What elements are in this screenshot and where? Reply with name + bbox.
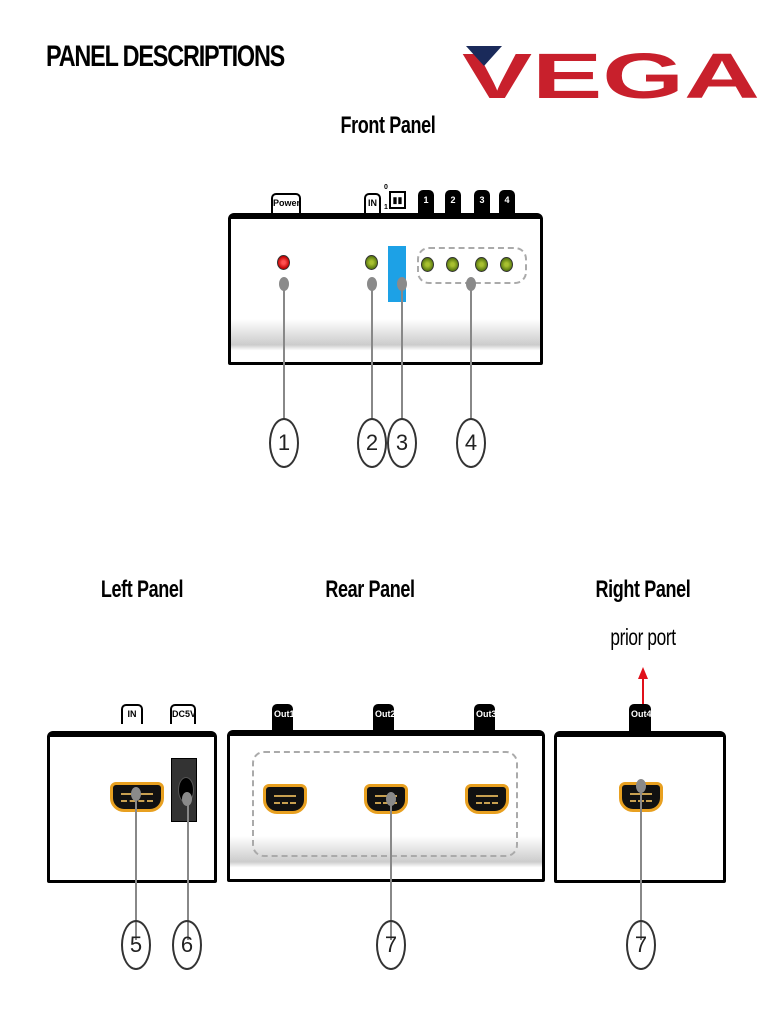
callout-dot-3 [397,277,407,291]
left-panel-title: Left Panel [100,576,184,603]
port-label-1: 1 [418,190,434,213]
page-title: PANEL DESCRIPTIONS [46,40,285,73]
callout-line-3 [401,290,403,420]
out3-label: Out3 [474,704,497,732]
callout-dot-7 [386,792,396,806]
logo-triangle-icon [466,46,502,66]
output-ports-group [252,751,518,857]
callout-7-right: 7 [626,920,656,970]
output-led-1-icon [421,257,434,272]
callout-line-7-right [640,790,642,940]
out2-label: Out2 [373,704,396,732]
prior-port-note: prior port [610,624,676,650]
hdmi-out1-port-icon [263,784,307,814]
callout-line-4 [470,290,472,420]
dc-power-jack-icon [171,758,197,822]
dc-label: DC5V [170,704,196,724]
callout-line-5 [135,800,137,940]
input-led-icon [365,255,378,270]
power-led-icon [277,255,290,270]
out1-label: Out1 [272,704,295,732]
callout-5: 5 [121,920,151,970]
callout-2: 2 [357,418,387,468]
dip-switch-label-icon: ▮▮ [389,191,406,209]
rear-panel-title: Rear Panel [325,576,415,603]
callout-6: 6 [172,920,202,970]
callout-line-7 [390,805,392,940]
callout-1: 1 [269,418,299,468]
out4-label: Out4 [629,704,652,732]
brand-text: VEGA [462,46,760,102]
dip-label-1: 1 [384,204,388,211]
callout-line-1 [283,290,285,420]
hdmi-out3-port-icon [465,784,509,814]
callout-4: 4 [456,418,486,468]
in-label: IN [364,193,381,213]
dip-label-0: 0 [384,184,388,191]
callout-7-rear: 7 [376,920,406,970]
vega-logo: VEGA [462,46,760,102]
callout-dot-4 [466,277,476,291]
port-label-2: 2 [445,190,461,213]
front-panel-body [228,213,543,365]
callout-dot-5 [131,787,141,801]
callout-3: 3 [387,418,417,468]
callout-dot-7-right [636,779,646,793]
callout-dot-6 [182,792,192,806]
power-label: Power [271,193,301,213]
output-led-3-icon [475,257,488,272]
right-panel-title: Right Panel [595,576,691,603]
port-label-3: 3 [474,190,490,213]
callout-line-2 [371,290,373,420]
output-led-4-icon [500,257,513,272]
callout-dot-1 [279,277,289,291]
dip-switch-icon [388,246,406,302]
port-label-4: 4 [499,190,515,213]
callout-line-6 [187,805,189,940]
callout-dot-2 [367,277,377,291]
output-led-2-icon [446,257,459,272]
left-in-label: IN [121,704,143,724]
front-panel-title: Front Panel [340,112,436,139]
